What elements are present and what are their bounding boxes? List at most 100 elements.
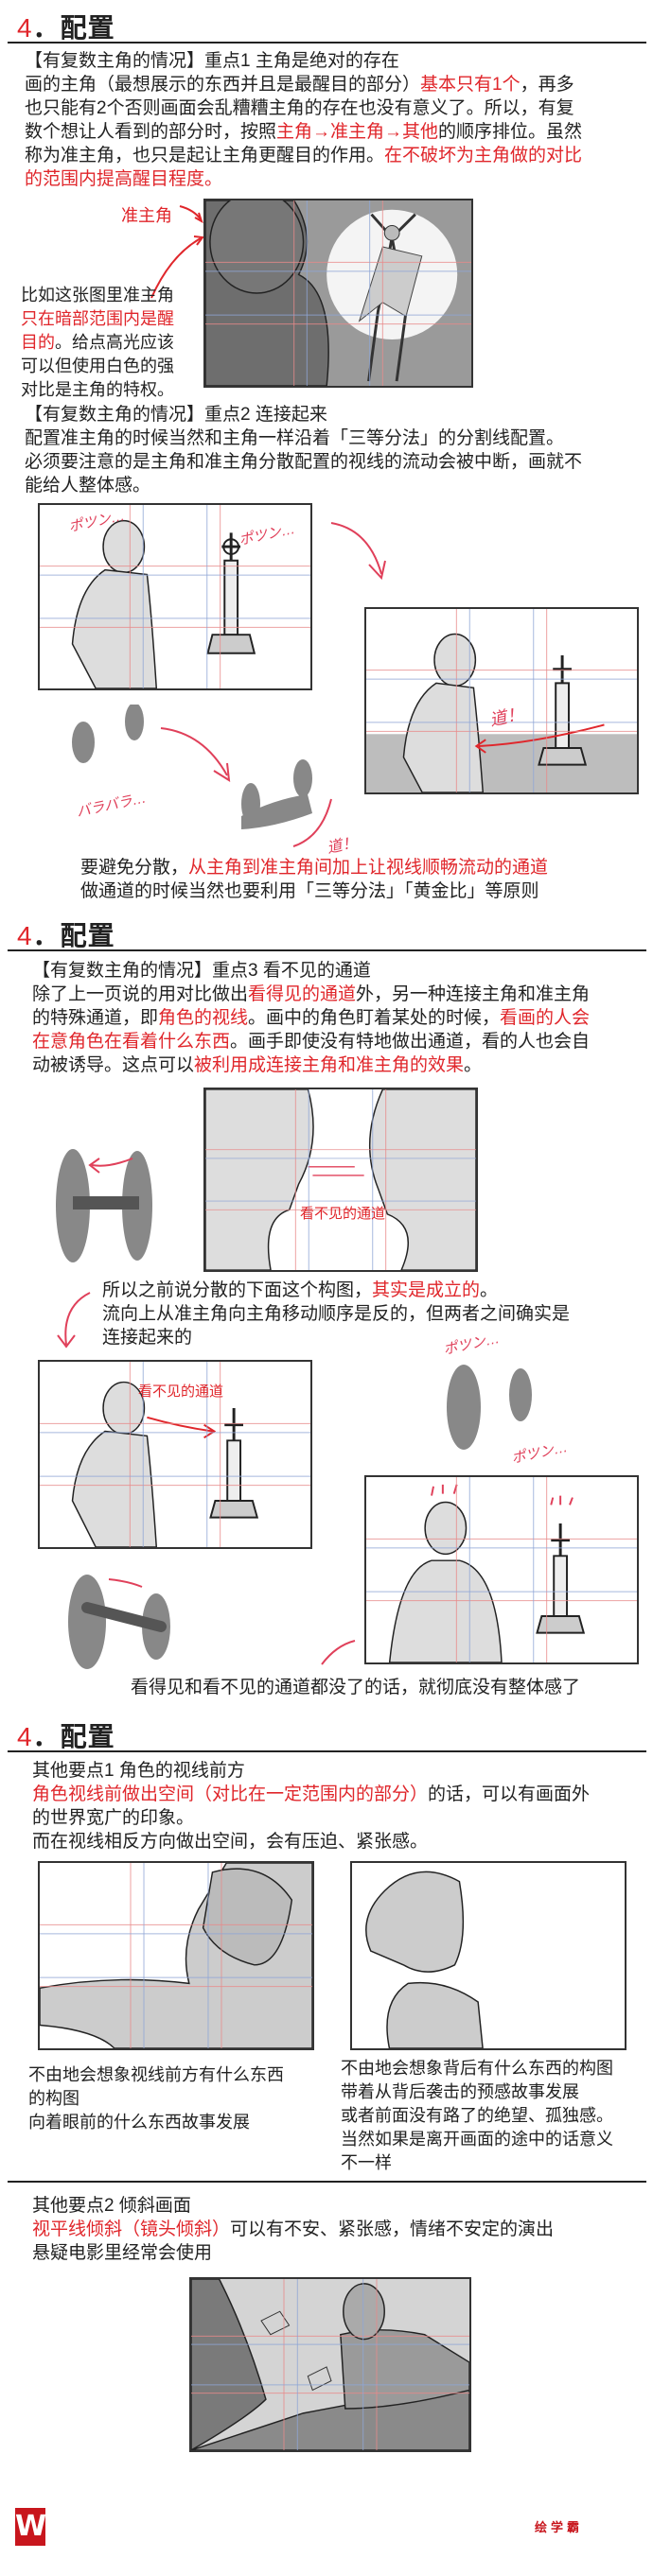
highlight-text: 在不破坏为主角做的对比 bbox=[384, 146, 583, 165]
section-title: ．配置 bbox=[32, 921, 115, 950]
illustration-sub-protagonist-dark bbox=[203, 199, 473, 388]
highlight-text: 只在暗部范围内是醒 bbox=[21, 309, 174, 328]
text-line: 除了上一页说的用对比做出看得见的通道外，另一种连接主角和准主角 bbox=[32, 983, 590, 1006]
section-header-2: 4．配置 bbox=[17, 915, 115, 953]
body-text: 的顺序排位。虽然 bbox=[438, 122, 583, 142]
blob-diagram bbox=[68, 1575, 356, 1669]
text-line: 动被诱导。这点可以被利用成连接主角和准主角的效果。 bbox=[32, 1053, 590, 1077]
divider bbox=[8, 1750, 646, 1752]
text-line: 目的。给点高光应该 bbox=[21, 331, 174, 355]
highlight-text: 被利用成连接主角和准主角的效果 bbox=[194, 1055, 465, 1075]
text-line: 也只能有2个否则画面会乱糟糟主角的存在也没有意义了。所以，有复 bbox=[25, 96, 582, 120]
blob-diagram bbox=[447, 1365, 532, 1450]
body-text: 能给人整体感。 bbox=[25, 476, 151, 496]
text-line: 视平线倾斜（镜头倾斜）可以有不安、紧张感，情绪不安定的演出 bbox=[32, 2218, 554, 2241]
text-line: 只在暗部范围内是醒 bbox=[21, 307, 174, 331]
illustration-scattered: ポツン… ポツン… bbox=[38, 503, 312, 690]
body-text: 可以但使用白色的强 bbox=[21, 357, 174, 375]
body-text: 要避免分散， bbox=[80, 858, 189, 878]
body-text: ，再多 bbox=[520, 75, 574, 95]
body-text: 连接起来的 bbox=[102, 1328, 193, 1348]
body-text: 的话，可以有画面外 bbox=[428, 1784, 591, 1804]
text-line: 数个想让人看到的部分时，按照主角→准主角→其他的顺序排位。虽然 bbox=[25, 120, 582, 144]
body-text: 也只能有2个否则画面会乱糟糟主角的存在也没有意义了。所以，有复 bbox=[25, 98, 574, 118]
body-text: 。给点高光应该 bbox=[55, 333, 174, 352]
body-text: 的特殊通道，即 bbox=[32, 1008, 159, 1028]
text-line: 不一样 bbox=[341, 2151, 613, 2175]
text-line: 【有复数主角的情况】重点1 主角是绝对的存在 bbox=[25, 49, 582, 73]
highlight-text: 角色视线前做出空间（对比在一定范围内的部分） bbox=[32, 1784, 429, 1804]
paragraph-point1: 【有复数主角的情况】重点1 主角是绝对的存在画的主角（最想展示的东西并且是最醒目… bbox=[25, 49, 582, 191]
body-text: 其他要点1 角色的视线前方 bbox=[32, 1761, 245, 1781]
body-text: 画的主角（最想展示的东西并且是最醒目的部分） bbox=[25, 75, 421, 95]
text-line: 所以之前说分散的下面这个构图，其实是成立的。 bbox=[102, 1279, 570, 1302]
body-text: 而在视线相反方向做出空间，会有压迫、紧张感。 bbox=[32, 1832, 429, 1852]
body-text: 配置准主角的时候当然和主角一样沿着「三等分法」的分割线配置。 bbox=[25, 428, 565, 448]
body-text: 其他要点2 倾斜画面 bbox=[32, 2196, 191, 2216]
text-line: 的世界宽广的印象。 bbox=[32, 1806, 590, 1830]
body-text: 所以之前说分散的下面这个构图， bbox=[102, 1280, 373, 1300]
text-line: 角色视线前做出空间（对比在一定范围内的部分）的话，可以有画面外 bbox=[32, 1783, 590, 1806]
body-text: 可以有不安、紧张感，情绪不安定的演出 bbox=[230, 2219, 555, 2239]
text-line: 或者前面没有路了的绝望、孤独感。 bbox=[341, 2104, 613, 2128]
text-line: 带着从背后袭击的预感故事发展 bbox=[341, 2080, 613, 2104]
text-line: 流向上从准主角向主角移动顺序是反的，但两者之间确实是 bbox=[102, 1302, 570, 1326]
body-text: 称为准主角，也只是起让主角更醒目的作用。 bbox=[25, 146, 385, 165]
text-line: 对比是主角的特权。 bbox=[21, 378, 174, 402]
red-arrow-icon bbox=[330, 522, 386, 581]
section-header-3: 4．配置 bbox=[17, 1716, 115, 1754]
label-sub-protagonist: 准主角 bbox=[121, 206, 172, 225]
body-text: 看得见和看不见的通道都没了的话，就彻底没有整体感了 bbox=[131, 1678, 581, 1697]
text-line: 的构图 bbox=[28, 2087, 284, 2111]
text-line: 的特殊通道，即角色的视线。画中的角色盯着某处的时候，看画的人会 bbox=[32, 1006, 590, 1030]
body-text: 悬疑电影里经常会使用 bbox=[32, 2243, 213, 2263]
body-text: 【有复数主角的情况】重点3 看不见的通道 bbox=[32, 961, 371, 981]
illustration-facing-viewer bbox=[364, 1475, 639, 1664]
body-text: 比如这张图里准主角 bbox=[21, 286, 174, 305]
divider bbox=[8, 2181, 646, 2183]
caption-sub-protagonist: 比如这张图里准主角只在暗部范围内是醒目的。给点高光应该可以但使用白色的强对比是主… bbox=[21, 284, 174, 402]
illustration-gaze: 看不见的通道 bbox=[203, 1088, 478, 1272]
body-text: 。画中的角色盯着某处的时候， bbox=[248, 1008, 501, 1028]
body-text: 除了上一页说的用对比做出 bbox=[32, 984, 249, 1004]
body-text: 外，另一种连接主角和准主角 bbox=[356, 984, 591, 1004]
illustration-space-ahead bbox=[38, 1861, 314, 2050]
section-title: ．配置 bbox=[32, 13, 115, 43]
red-arrow-icon bbox=[150, 205, 204, 299]
section-title: ．配置 bbox=[32, 1722, 115, 1751]
text-line: 悬疑电影里经常会使用 bbox=[32, 2241, 554, 2265]
body-text: 数个想让人看到的部分时，按照 bbox=[25, 122, 277, 142]
section-number: 4 bbox=[17, 1722, 33, 1751]
body-text: 对比是主角的特权。 bbox=[21, 380, 174, 399]
section-number: 4 bbox=[17, 921, 33, 950]
text-line: 比如这张图里准主角 bbox=[21, 284, 174, 307]
body-text: 必须要注意的是主角和准主角分散配置的视线的流动会被中断，画就不 bbox=[25, 452, 583, 472]
caption-space-ahead: 不由地会想象视线前方有什么东西的构图向着眼前的什么东西故事发展 bbox=[28, 2063, 284, 2134]
body-text: 流向上从准主角向主角移动顺序是反的，但两者之间确实是 bbox=[102, 1304, 571, 1324]
brand-name: 绘学霸 bbox=[535, 2520, 584, 2534]
body-text: 不由地会想象视线前方有什么东西 bbox=[28, 2065, 284, 2084]
highlight-text: 视平线倾斜（镜头倾斜） bbox=[32, 2219, 231, 2239]
highlight-text: 目的 bbox=[21, 333, 55, 352]
body-text: 。 bbox=[480, 1280, 499, 1300]
highlight-text: 在意角色在看着什么东西 bbox=[32, 1032, 231, 1052]
red-arrow-icon bbox=[57, 1292, 91, 1349]
paragraph-tilt: 其他要点2 倾斜画面视平线倾斜（镜头倾斜）可以有不安、紧张感，情绪不安定的演出悬… bbox=[32, 2194, 554, 2265]
text-line: 不由地会想象背后有什么东西的构图 bbox=[341, 2057, 613, 2080]
text-line: 的范围内提高醒目程度。 bbox=[25, 167, 582, 191]
text-line: 要避免分散，从主角到准主角间加上让视线顺畅流动的通道 bbox=[80, 856, 548, 879]
section-header-1: 4．配置 bbox=[17, 8, 115, 45]
text-line: 看得见和看不见的通道都没了的话，就彻底没有整体感了 bbox=[131, 1676, 580, 1699]
text-line: 在意角色在看着什么东西。画手即使没有特地做出通道，看的人也会自 bbox=[32, 1030, 590, 1053]
label-invisible-channel: 看不见的通道 bbox=[300, 1206, 386, 1222]
body-text: 动被诱导。这点可以 bbox=[32, 1055, 195, 1075]
text-line: 称为准主角，也只是起让主角更醒目的作用。在不破坏为主角做的对比 bbox=[25, 144, 582, 167]
body-text: 【有复数主角的情况】重点1 主角是绝对的存在 bbox=[25, 51, 399, 71]
highlight-text: 看画的人会 bbox=[500, 1008, 591, 1028]
highlight-text: 其实是成立的 bbox=[372, 1280, 481, 1300]
divider bbox=[8, 42, 646, 44]
body-text: 不一样 bbox=[341, 2153, 392, 2172]
label-invisible-channel: 看不见的通道 bbox=[138, 1384, 224, 1400]
paragraph-point3: 【有复数主角的情况】重点3 看不见的通道除了上一页说的用对比做出看得见的通道外，… bbox=[32, 959, 590, 1077]
caption-channel: 要避免分散，从主角到准主角间加上让视线顺畅流动的通道做通道的时候当然也要利用「三… bbox=[80, 856, 548, 903]
